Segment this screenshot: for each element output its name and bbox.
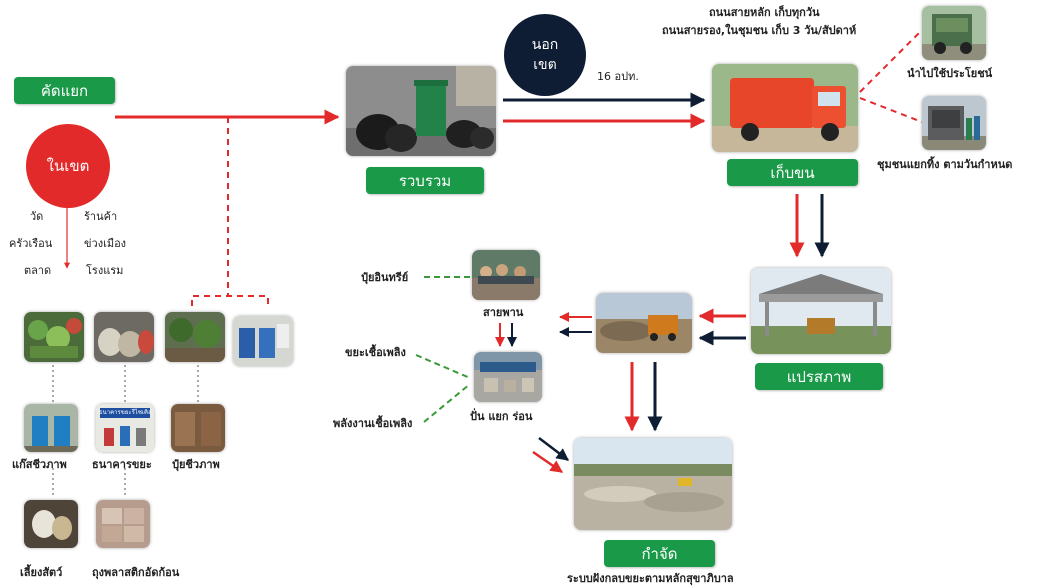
collect-box: รวบรวม [366, 167, 484, 194]
dispose-box: กำจัด [604, 540, 715, 567]
fuel-waste-label: ขยะเชื้อเพลิง [345, 346, 406, 359]
dotted-links [52, 365, 199, 496]
source-household: ครัวเรือน [9, 237, 53, 250]
fuel-energy-label: พลังงานเชื้อเพลิง [333, 417, 413, 430]
inner-zone-label: ในเขต [46, 157, 90, 175]
spin-sorter-photo [474, 352, 542, 402]
blue-tanks-photo [233, 316, 293, 366]
spin-sort-label: ปั่น แยก ร่อน [470, 410, 533, 423]
transport-box: เก็บขน [727, 159, 858, 186]
source-temple: วัด [30, 210, 44, 223]
source-market: ตลาด [24, 264, 52, 277]
waste-bank-sign: ธนาคารขยะรีไซเคิล [99, 409, 151, 416]
biogas-label: แก๊สชีวภาพ [12, 458, 67, 471]
dashed-bracket [191, 295, 269, 306]
garbage-truck-photo [712, 64, 858, 152]
subdistricts-label: 16 อปท. [597, 70, 639, 83]
schedule-secondary-road: ถนนสายรอง,ในชุมชน เก็บ 3 วัน/สัปดาห์ [662, 24, 857, 37]
source-hotel: โรงแรม [86, 264, 124, 277]
animal-feed-label: เลี้ยงสัตว์ [20, 566, 63, 579]
landfill-photo [574, 438, 732, 530]
dashed-truck-reuse [859, 29, 923, 93]
arrow-sorter-to-landfill-navy [538, 437, 569, 461]
reuse-truck-photo [922, 6, 986, 60]
organic-fertilizer-label: ปุ๋ยอินทรีย์ [361, 271, 409, 284]
outer-zone-circle: นอก เขต [504, 14, 586, 96]
waste-bank-label: ธนาคารขยะ [92, 458, 152, 471]
sort-box: คัดแยก [14, 77, 115, 104]
vegetables-photo [24, 312, 84, 362]
animal-feed-photo [24, 500, 78, 548]
compressed-plastic-label: ถุงพลาสติกอัดก้อน [92, 566, 180, 579]
reuse-label: นำไปใช้ประโยชน์ [907, 67, 993, 80]
community-sort-photo [922, 96, 986, 150]
dashed-green-links [415, 276, 471, 423]
dashed-truck-community [859, 97, 923, 123]
source-city-square: ข่วงเมือง [84, 237, 127, 250]
plants-photo [165, 312, 225, 362]
outer-zone-line2: เขต [533, 57, 557, 73]
process-box: แปรสภาพ [755, 363, 883, 390]
conveyor-label: สายพาน [483, 306, 524, 319]
bio-fertilizer-label: ปุ๋ยชีวภาพ [172, 458, 220, 471]
source-shop: ร้านค้า [84, 210, 118, 223]
inner-zone-circle: ในเขต [26, 124, 110, 208]
outer-zone-line1: นอก [531, 37, 559, 53]
bio-fertilizer-photo [171, 404, 225, 452]
landfill-caption: ระบบฝังกลบขยะตามหลักสุขาภิบาล [567, 572, 734, 585]
compressed-plastic-photo [96, 500, 150, 548]
processing-plant-photo [751, 268, 891, 354]
sorting-yard-photo [596, 293, 692, 353]
arrow-sorter-to-landfill-red [532, 450, 564, 474]
biogas-photo [24, 404, 78, 452]
conveyor-photo [472, 250, 540, 300]
community-sort-label: ชุมชนแยกทิ้ง ตามวันกำหนด [877, 158, 1013, 171]
sacks-photo [94, 312, 154, 362]
waste-bank-photo: ธนาคารขยะรีไซเคิล [96, 404, 154, 452]
schedule-main-road: ถนนสายหลัก เก็บทุกวัน [709, 6, 820, 19]
collection-bins-photo [346, 66, 496, 156]
